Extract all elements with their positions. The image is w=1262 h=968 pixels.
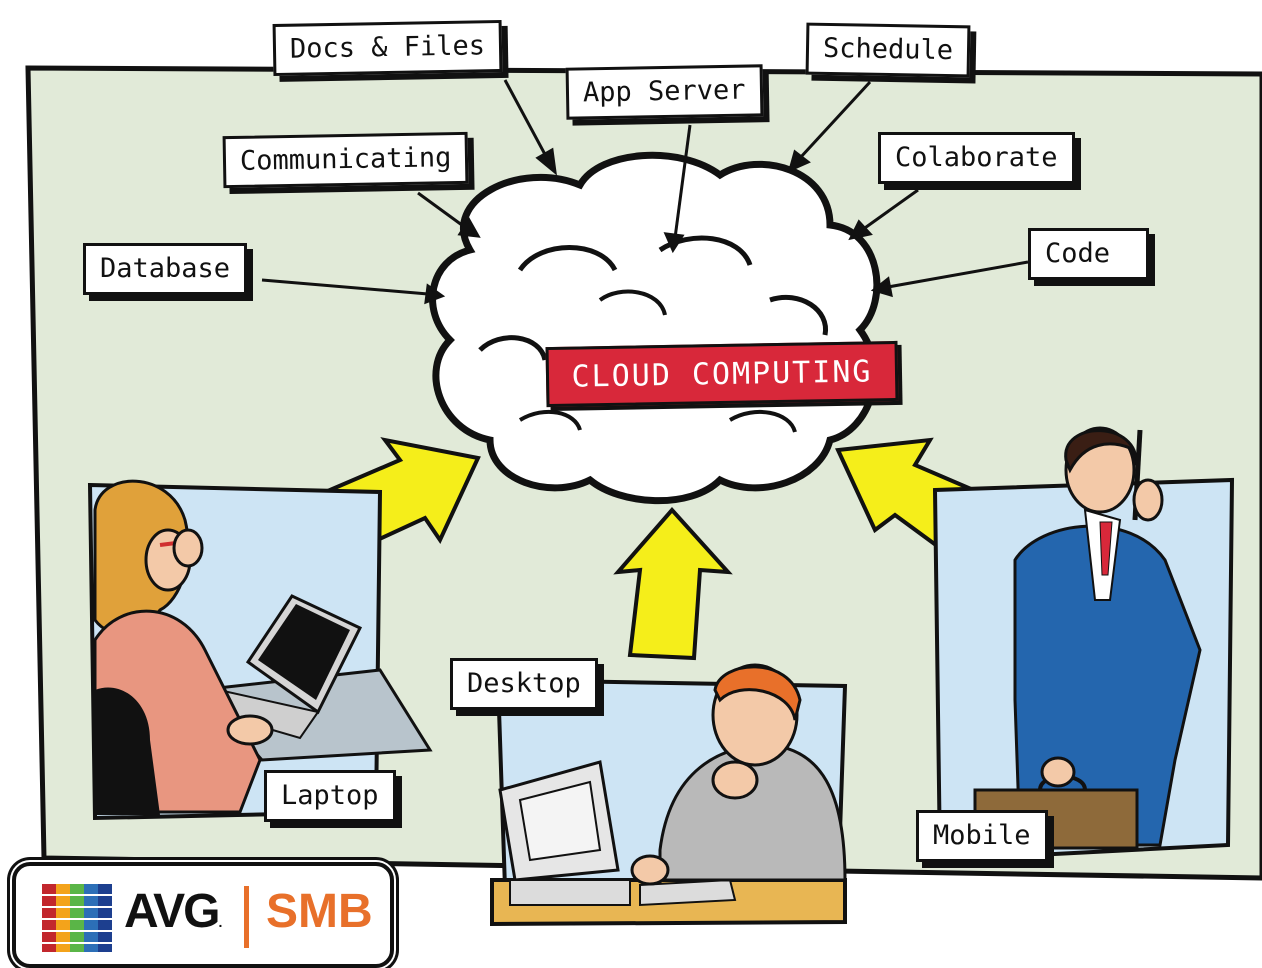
label-communicating: Communicating bbox=[222, 131, 469, 189]
avg-flag-icon bbox=[42, 884, 114, 952]
avg-brand-text: AVG. bbox=[124, 885, 222, 938]
label-database: Database bbox=[83, 243, 248, 295]
smb-product-text: SMB bbox=[266, 885, 373, 938]
label-app-server: App Server bbox=[565, 64, 764, 120]
label-laptop: Laptop bbox=[264, 770, 396, 822]
cloud-computing-banner: CLOUD COMPUTING bbox=[545, 340, 899, 408]
label-docs-files: Docs & Files bbox=[272, 20, 503, 76]
label-desktop: Desktop bbox=[450, 658, 598, 710]
service-arrows bbox=[261, 79, 1029, 305]
avg-smb-logo: AVG. SMB bbox=[12, 862, 394, 968]
label-schedule: Schedule bbox=[805, 22, 971, 78]
logo-separator bbox=[244, 886, 249, 948]
cloud-shape bbox=[429, 151, 881, 505]
label-code: Code bbox=[1028, 228, 1150, 280]
label-colaborate: Colaborate bbox=[878, 132, 1075, 184]
desktop-arrow bbox=[613, 506, 733, 661]
desktop-scene bbox=[490, 663, 848, 927]
laptop-scene bbox=[87, 479, 433, 821]
mobile-scene bbox=[932, 426, 1235, 863]
label-mobile: Mobile bbox=[916, 810, 1048, 862]
